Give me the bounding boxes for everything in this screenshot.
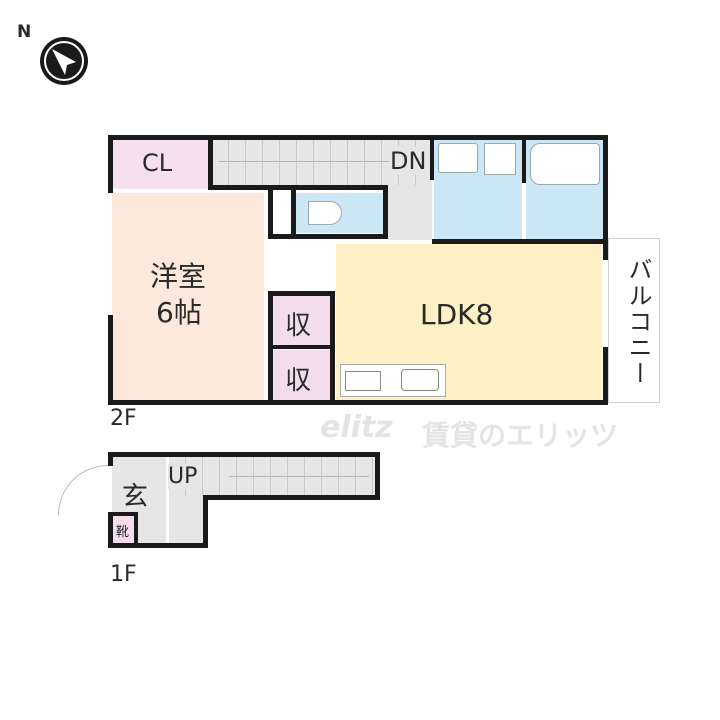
wall: [268, 185, 273, 239]
sink-icon: [438, 143, 478, 173]
western-room-label-2: 6帖: [156, 296, 202, 329]
wall: [522, 135, 526, 183]
toilet-icon: [308, 201, 342, 225]
closet-label: CL: [142, 149, 173, 177]
wall: [108, 512, 138, 516]
floor-2f-label: 2F: [110, 406, 137, 431]
north-arrow-icon: [38, 35, 90, 87]
washing-machine-icon: [484, 143, 516, 175]
room-storage-2: 収: [272, 350, 330, 401]
entrance-label: 玄: [122, 482, 149, 512]
wall: [203, 495, 208, 548]
room-ldk: LDK8: [336, 244, 602, 401]
wall: [603, 135, 608, 260]
shoe-box-label: 靴: [116, 525, 130, 540]
entrance-door: [58, 465, 108, 515]
wall: [108, 135, 113, 193]
balcony: バルコニー: [608, 238, 660, 403]
room-storage-1: 収: [272, 295, 330, 347]
stair-arrow: [218, 161, 418, 162]
wall: [432, 239, 608, 244]
room-bathroom: [526, 139, 604, 240]
wall: [108, 452, 380, 457]
entrance-step: [166, 456, 169, 544]
wall: [268, 234, 388, 239]
stair-arrow: [229, 476, 369, 477]
stove-icon: [345, 371, 381, 391]
wall: [108, 135, 608, 140]
western-room-label-1: 洋室: [150, 260, 207, 293]
wall: [375, 452, 380, 500]
wall: [208, 135, 213, 189]
storage-2-label: 収: [285, 366, 312, 396]
storage-1-label: 収: [285, 311, 312, 341]
wall: [108, 400, 608, 405]
wall: [383, 185, 388, 239]
wall: [108, 512, 113, 548]
north-label: N: [17, 22, 32, 42]
wall: [203, 495, 380, 500]
watermark-text: 賃貸のエリッツ: [422, 419, 619, 452]
room-toilet: [296, 193, 384, 233]
watermark-logo: elitz: [320, 410, 393, 445]
room-western: 洋室 6帖: [112, 193, 264, 401]
wall: [430, 135, 434, 180]
bathtub-icon: [530, 143, 600, 185]
room-closet: CL: [112, 139, 208, 189]
stairs-up: [169, 456, 376, 496]
stairs-down: DN: [212, 139, 432, 185]
wall: [108, 543, 208, 548]
wall: [268, 345, 334, 349]
kitchen-sink-icon: [401, 369, 439, 391]
wall: [291, 185, 296, 239]
balcony-label: バルコニー: [624, 257, 652, 387]
floor-2f: CL DN 洋室 6帖 収 収 LDK8: [108, 135, 608, 405]
wall: [108, 452, 113, 466]
floor-1f-label: 1F: [110, 562, 137, 587]
shoe-box: 靴: [112, 516, 136, 544]
stairs-down-label: DN: [390, 147, 427, 175]
wall: [108, 315, 113, 405]
stairs-up-lower: [169, 496, 203, 544]
kitchen-counter: [340, 364, 446, 397]
wall: [134, 512, 138, 546]
stairs-up-label: UP: [168, 464, 200, 489]
wall: [603, 347, 608, 405]
wall: [208, 185, 388, 190]
wall: [268, 291, 334, 296]
hallway: [388, 185, 432, 240]
ldk-label: LDK8: [420, 298, 494, 331]
floor-1f: 玄 UP 靴: [108, 452, 380, 548]
room-washroom: [434, 139, 522, 240]
